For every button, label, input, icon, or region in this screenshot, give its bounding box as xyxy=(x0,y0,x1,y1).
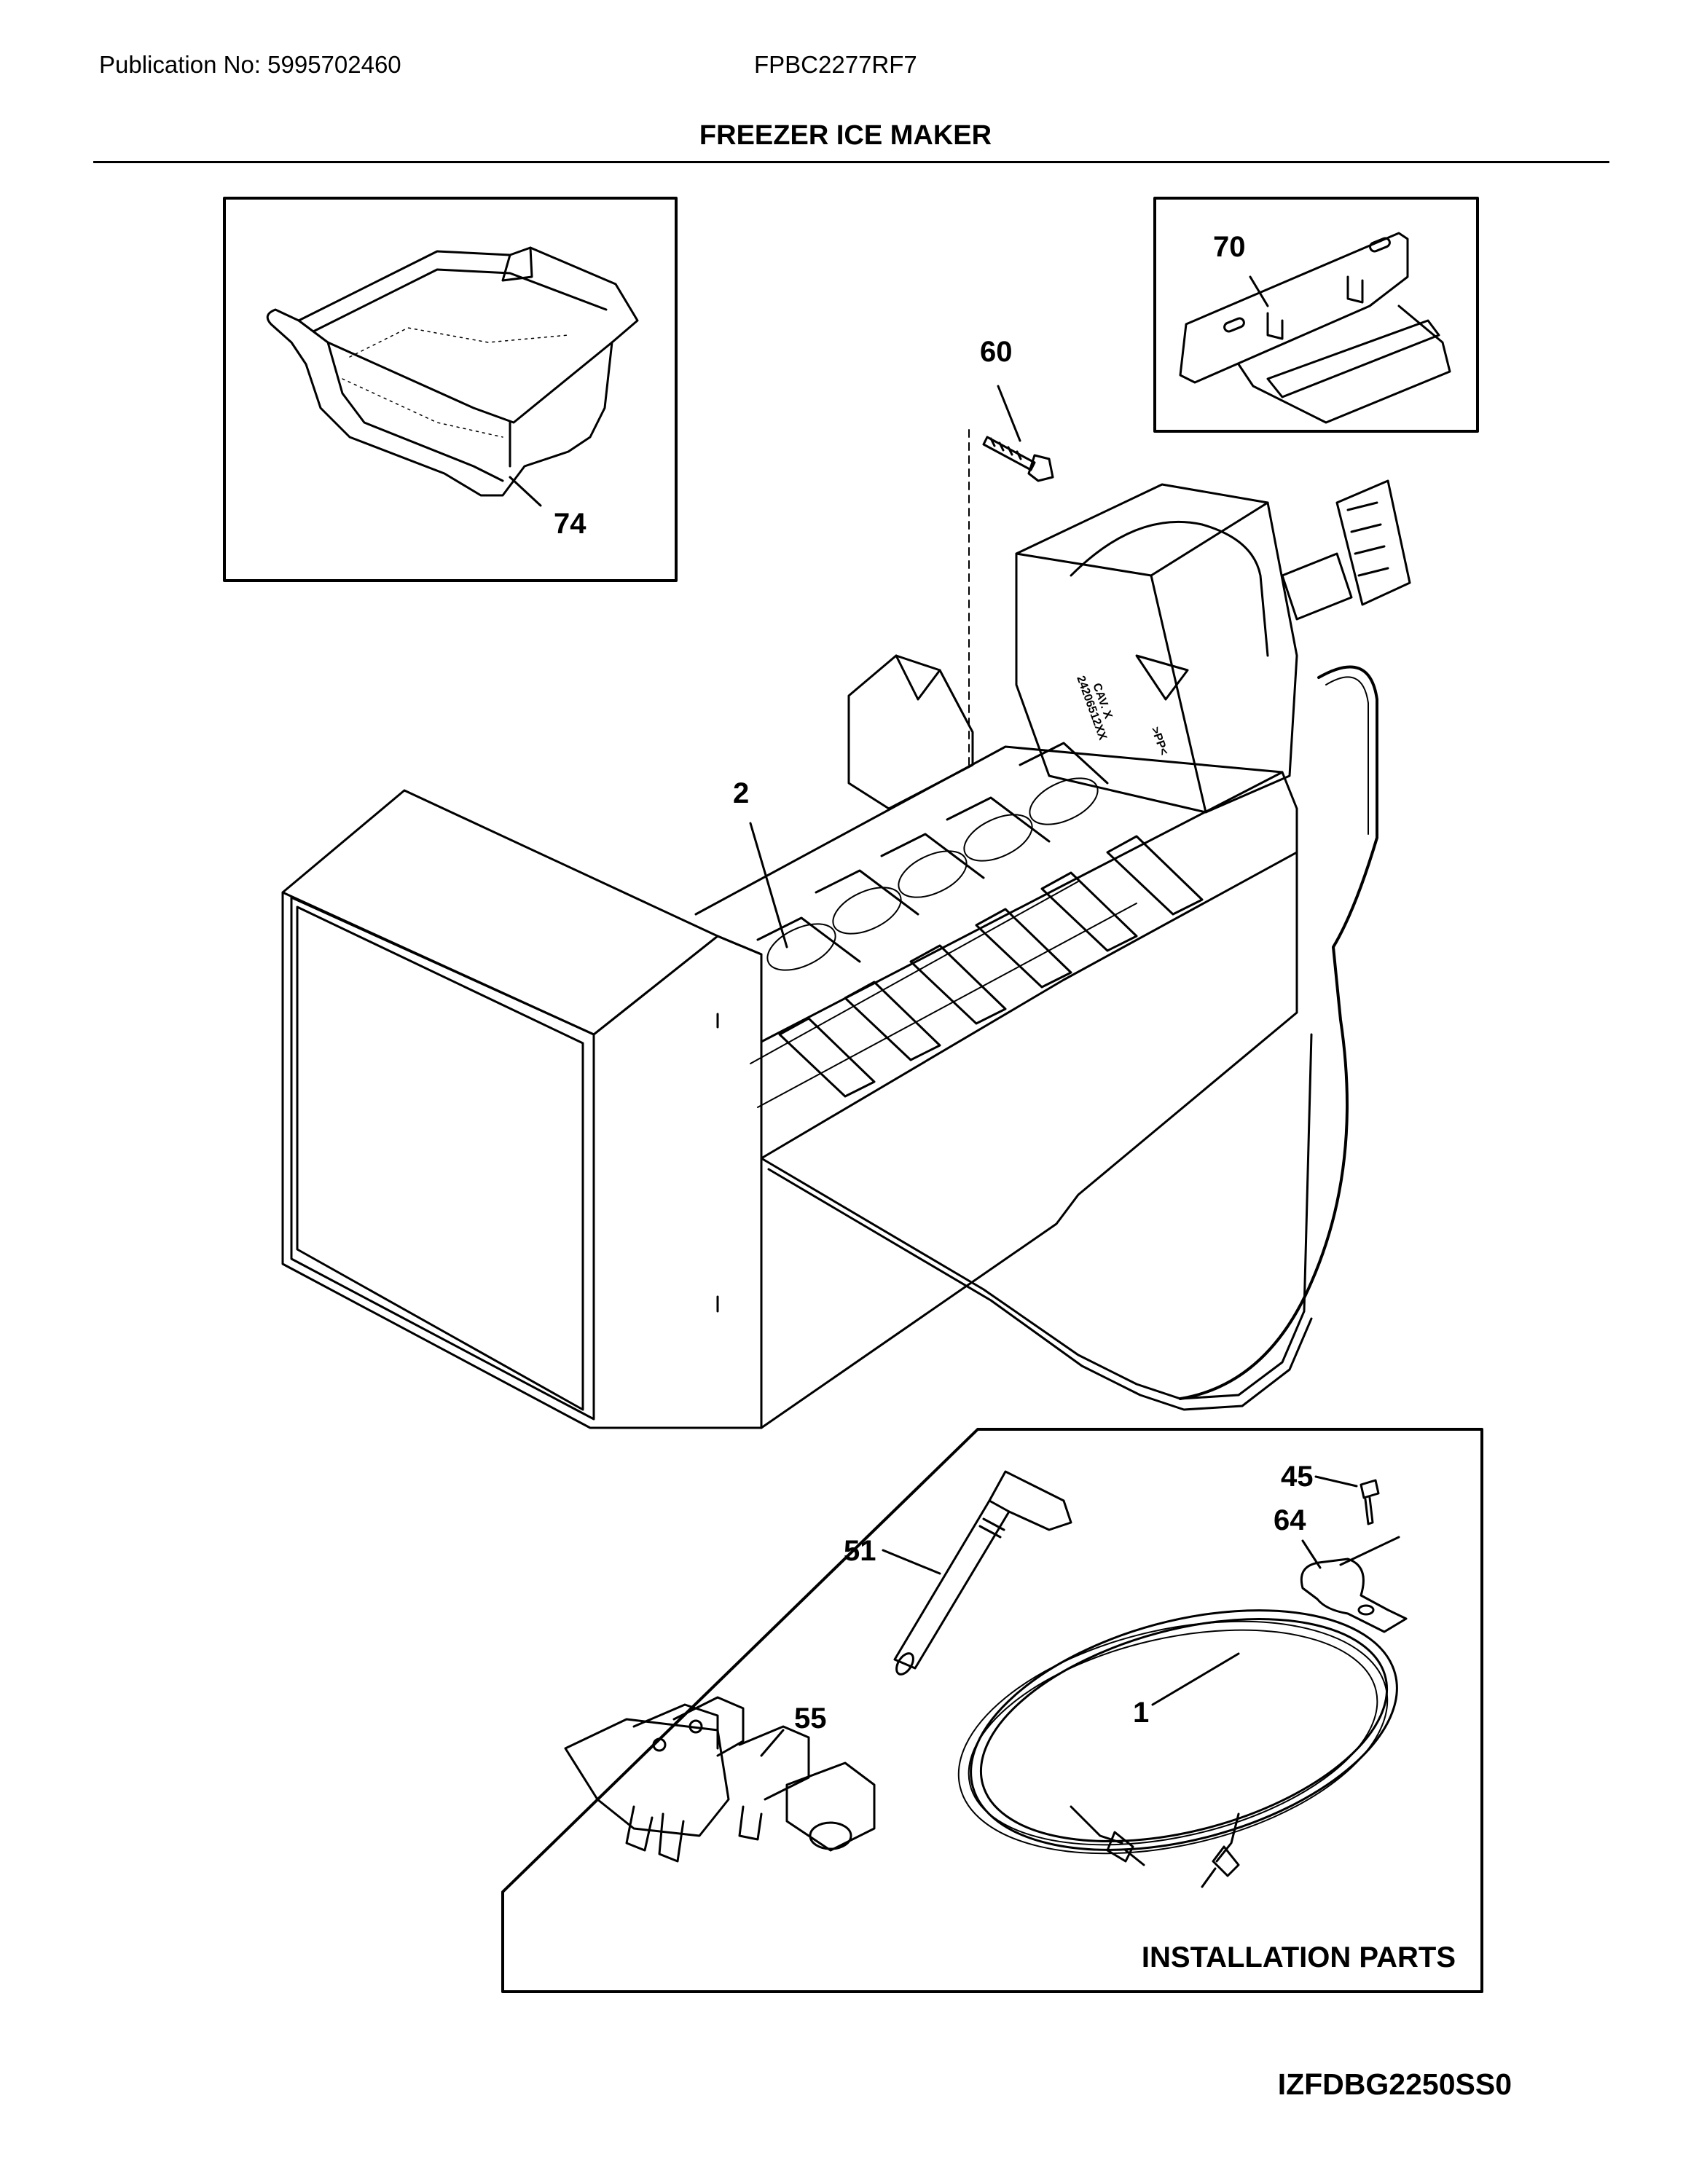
callout-55: 55 xyxy=(794,1702,827,1735)
clamp-64-part: 64 xyxy=(1274,1504,1408,1633)
callout-45: 45 xyxy=(1281,1461,1314,1493)
leader-74 xyxy=(509,476,542,507)
leader-2 xyxy=(749,822,788,948)
screw-60-part: 60 xyxy=(968,336,1054,766)
leader-70 xyxy=(1249,275,1269,307)
tray-marking-3: >PP< xyxy=(1148,726,1170,757)
callout-2: 2 xyxy=(733,777,749,809)
callout-60: 60 xyxy=(980,336,1013,368)
leader-60 xyxy=(997,385,1021,442)
callout-70: 70 xyxy=(1213,231,1246,263)
screw-45-part: 45 xyxy=(1281,1461,1380,1525)
callout-74: 74 xyxy=(554,508,586,540)
leader-51 xyxy=(882,1549,941,1575)
water-valve-55-part: 55 xyxy=(564,1696,876,1863)
wire-connector xyxy=(1281,479,1411,621)
header-divider xyxy=(93,161,1609,163)
publication-number: Publication No: 5995702460 xyxy=(99,51,401,78)
installation-parts-panel: 45 64 51 xyxy=(501,1428,1483,1993)
leader-1 xyxy=(1151,1652,1240,1706)
installation-parts-label: INSTALLATION PARTS xyxy=(1142,1941,1456,1973)
leader-64 xyxy=(1301,1539,1322,1569)
inset-mounting-bracket: 70 xyxy=(1153,197,1479,433)
mounting-bracket-part xyxy=(1179,232,1451,424)
leader-45 xyxy=(1314,1475,1358,1488)
drawing-code: IZFDBG2250SS0 xyxy=(1277,2067,1512,2101)
fill-tube-51-part: 51 xyxy=(844,1470,1072,1676)
ice-maker-assembly: 24206512XX CAV. X >PP< 2 xyxy=(281,479,1411,1429)
callout-1: 1 xyxy=(1133,1697,1149,1729)
callout-51: 51 xyxy=(844,1535,876,1567)
callout-64: 64 xyxy=(1274,1504,1306,1536)
fill-cup: 24206512XX CAV. X >PP< xyxy=(1015,483,1298,814)
ice-bucket-part xyxy=(266,246,639,497)
water-line-1-part: 1 xyxy=(957,1609,1398,1888)
ejector-blades xyxy=(750,742,1204,1108)
leader-55 xyxy=(760,1729,785,1757)
page-title: FREEZER ICE MAKER xyxy=(699,120,992,151)
inset-ice-bucket: 74 xyxy=(223,197,678,582)
model-number: FPBC2277RF7 xyxy=(754,51,917,78)
